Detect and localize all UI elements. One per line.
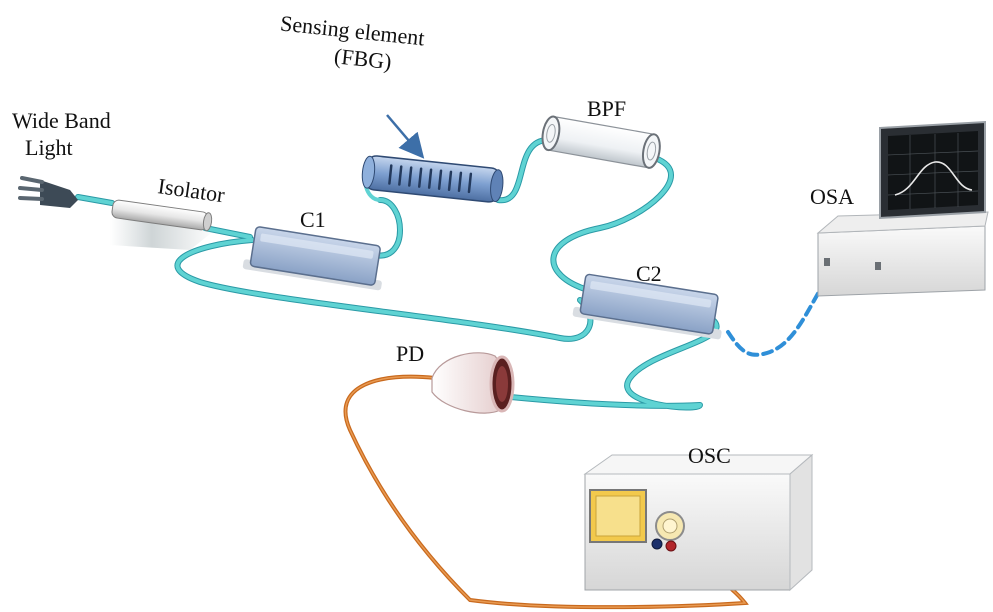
osc-label: OSC: [688, 443, 731, 468]
fiber-c1-loop-to-c2: [175, 238, 593, 341]
wide-band-light-source: [18, 176, 78, 208]
sensing-element-label-line2: (FBG): [333, 43, 393, 74]
optical-spectrum-analyzer: [816, 120, 989, 297]
c1-label: C1: [300, 207, 326, 232]
isolator-cylinder: [111, 199, 213, 232]
sensing-element-arrow: [386, 114, 425, 159]
glass-filter-tube: [541, 115, 661, 169]
optical-fiber-network: [75, 137, 840, 411]
oscilloscope-box: [583, 453, 814, 592]
fiber-source-to-isolator: [76, 195, 114, 205]
isolator: [110, 199, 215, 250]
fbg-sensing-element: [361, 155, 504, 203]
photodetector: [431, 352, 515, 414]
wide-band-light-label: Wide Band Light: [12, 108, 116, 160]
isolator-shadow: [110, 218, 215, 250]
bpf-label: BPF: [587, 96, 626, 121]
laptop-analyzer: [816, 120, 989, 297]
fiber-bpf-to-c2: [551, 156, 673, 292]
wide-band-label-line2: Light: [25, 135, 73, 160]
osa-link-fiber: [726, 260, 840, 357]
isolator-label: Isolator: [156, 173, 227, 207]
wide-band-label-line1: Wide Band: [12, 108, 111, 133]
oscilloscope: [583, 453, 814, 592]
fiber-isolator-to-c1: [203, 226, 252, 239]
osa-label: OSA: [810, 184, 854, 209]
fiber-fbg-to-bpf: [496, 138, 550, 203]
c2-label: C2: [636, 261, 662, 286]
coupler-c1: [242, 226, 382, 291]
photodetector-cone: [431, 352, 515, 414]
electrical-cable-highlight: [344, 375, 747, 608]
fiber-bragg-grating-tube: [361, 155, 504, 203]
pd-label: PD: [396, 341, 424, 366]
coupler-c2: [572, 273, 722, 340]
bandpass-filter: [541, 115, 661, 169]
plug-icon: [18, 176, 78, 208]
fiber-c2-to-pd: [498, 318, 719, 410]
sensing-element-label: Sensing element (FBG): [276, 10, 431, 77]
